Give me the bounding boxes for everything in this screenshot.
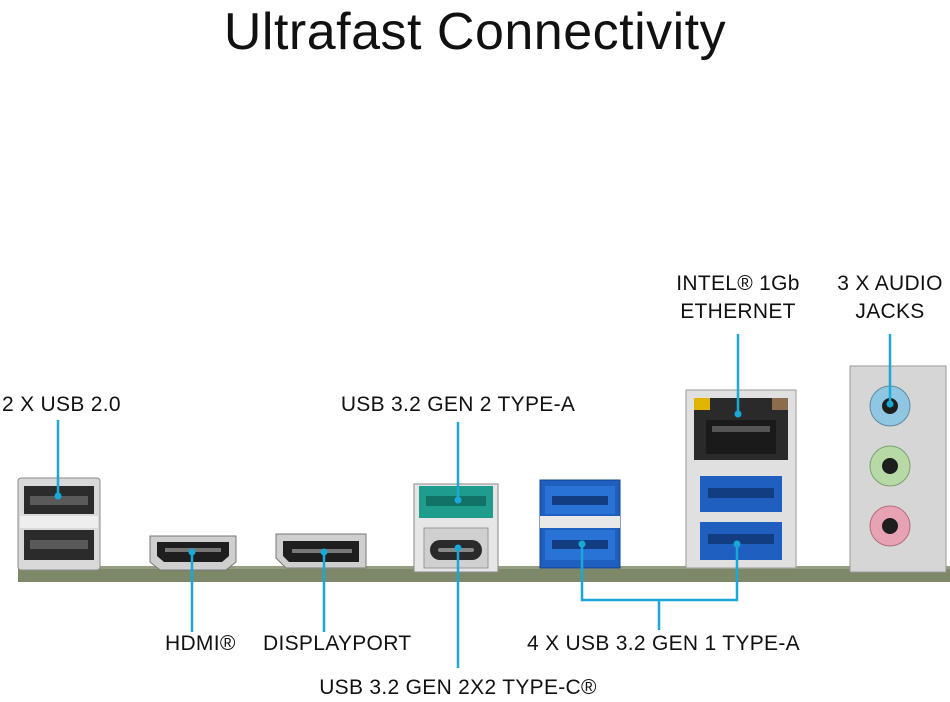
label-audio-line2: JACKS xyxy=(855,300,925,323)
audio-jack-panel xyxy=(849,365,947,573)
page-title: Ultrafast Connectivity xyxy=(223,3,727,61)
label-ethernet-line1: INTEL® 1Gb xyxy=(676,272,800,295)
pcb-strip xyxy=(18,568,950,582)
ethernet-usb-stack xyxy=(685,389,797,569)
label-usb32-gen1-typea: 4 X USB 3.2 GEN 1 TYPE-A xyxy=(527,632,800,655)
usb20-port-stack xyxy=(17,477,101,571)
callout-dots xyxy=(54,400,894,556)
label-usb20: 2 X USB 2.0 xyxy=(2,393,121,416)
label-usb32-gen2-typea: USB 3.2 GEN 2 TYPE-A xyxy=(340,393,576,416)
label-hdmi: HDMI® xyxy=(165,632,236,655)
usb-gen1-stack-left xyxy=(539,479,621,569)
label-audio-line1: 3 X AUDIO xyxy=(837,272,943,295)
callout-lines xyxy=(56,334,892,668)
label-ethernet-line2: ETHERNET xyxy=(680,300,796,323)
label-displayport: DISPLAYPORT xyxy=(263,632,412,655)
label-usb32-gen2x2-typec: USB 3.2 GEN 2X2 TYPE-C® xyxy=(319,676,597,699)
